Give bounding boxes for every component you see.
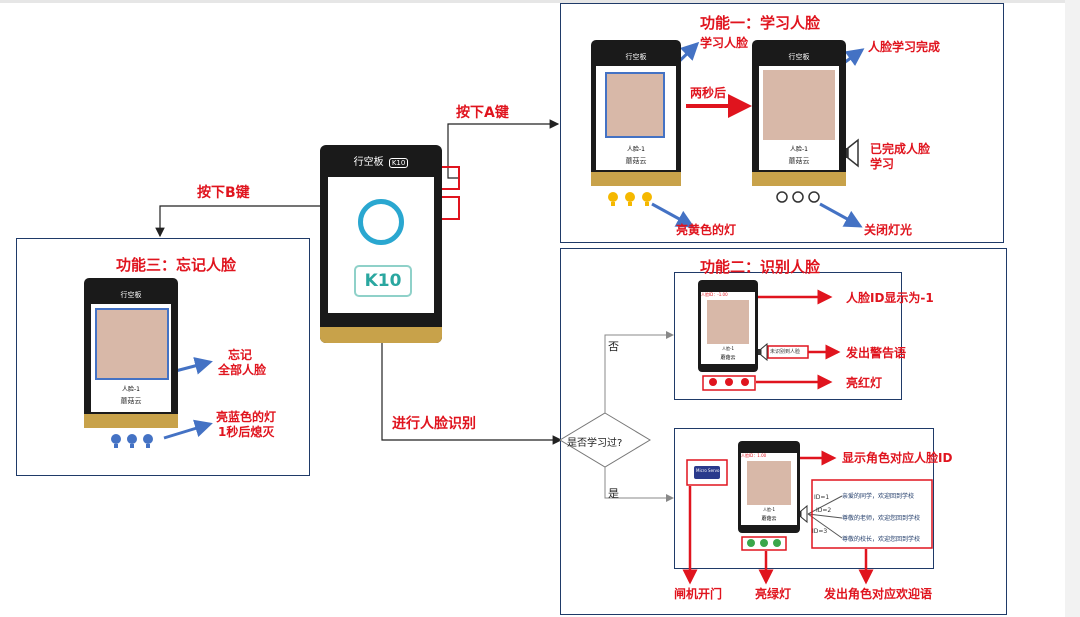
f2b-id-text: 人脸ID：1.00 [741,453,767,458]
center-device: 行空板 K10 K10 [320,145,442,343]
label-id-neg: 人脸ID显示为-1 [846,291,934,305]
label-learn-face: 学习人脸 [700,36,749,50]
func2-subpanel-yes [674,428,934,569]
arrow-blue-light [163,419,213,440]
greeting-2: 尊敬的老师，欢迎您回到学校 [842,515,921,522]
edge-yes [604,467,674,502]
red-lights-icon [709,378,749,386]
label-blue-line2: 1秒后熄灭 [218,425,275,439]
servo-highlight [686,459,728,486]
label-lights-off: 关闭灯光 [864,223,913,237]
f2b-face-image [747,461,791,505]
welcome-box [811,479,933,549]
blue-lights-icon [111,434,153,448]
greeting-1: 亲爱的同学，欢迎回到学校 [842,493,915,500]
servo-body [694,466,720,479]
edge-press-a [447,119,560,179]
func2-device-known: 人脸ID：1.00 人脸-1 蘑菇云 [738,441,800,533]
f1b-cloud-label: 蘑菇云 [788,157,810,165]
label-welcome: 发出角色对应欢迎语 [824,587,933,601]
edge-recognize [381,342,563,445]
func1-device-learning: 行空板 人脸-1 蘑菇云 [591,40,681,186]
f1b-brand-label: 行空板 [788,53,810,61]
f3-face-image [95,308,169,380]
yellow-lights-icon [608,192,652,206]
arrow-yellow-light [651,202,695,228]
label-recognize: 进行人脸识别 [392,416,476,432]
servo-label: Micro Servo [696,468,720,473]
f2b-name-label: 人脸-1 [763,507,775,512]
cloud-logo-icon [358,199,404,245]
decision-label: 是否学习过? [567,438,623,449]
label-two-sec: 两秒后 [690,86,727,100]
f2a-warning-text: 未识别到人脸 [770,349,801,355]
func2-device-unknown: 人脸ID：-1.00 人脸-1 蘑菇云 [698,280,758,372]
label-blue-line1: 亮蓝色的灯 [216,410,277,424]
f3-brand-label: 行空板 [120,291,142,299]
func1-title: 功能一：学习人脸 [700,14,821,32]
label-learn-done: 人脸学习完成 [868,40,941,54]
label-yellow-light: 亮黄色的灯 [676,223,737,237]
f1a-cloud-label: 蘑菇云 [625,157,647,165]
id-label-1: ID=1 [814,494,830,501]
f1a-face-image [605,72,665,138]
label-gate: 闸机开门 [674,587,723,601]
label-press-a: 按下A键 [456,105,509,121]
red-lights-highlight [702,375,756,391]
id-label-2: ID=2 [816,507,832,514]
top-bar [0,0,1080,3]
center-model-badge: K10 [388,158,409,168]
label-yes: 是 [608,487,619,500]
label-forget-line2: 全部人脸 [218,363,267,377]
center-brand-label: 行空板 [353,157,384,168]
f3-cloud-label: 蘑菇云 [120,397,142,405]
label-done-line1: 已完成人脸 [870,142,931,156]
f2a-id-text: 人脸ID：-1.00 [701,292,728,297]
right-edge [1065,0,1080,617]
label-no: 否 [608,340,619,353]
f2a-face-image [707,300,749,344]
func2-title: 功能二：识别人脸 [700,258,821,276]
label-warning: 发出警告语 [846,346,907,360]
f1a-name-label: 人脸-1 [627,146,645,153]
edge-no [604,331,674,413]
f1b-face-image [763,70,835,140]
label-forget-line1: 忘记 [228,348,253,362]
label-done-line2: 学习 [870,157,895,171]
label-green-light: 亮绿灯 [755,587,792,601]
green-lights-icon [747,539,781,547]
center-logo-text: K10 [354,265,412,297]
func3-device: 行空板 人脸-1 蘑菇云 [84,278,178,428]
f2a-cloud-label: 蘑菇云 [720,355,736,361]
label-press-b: 按下B键 [197,185,250,201]
id-label-3: ID=3 [812,528,828,535]
green-lights-highlight [741,536,787,551]
label-id-match: 显示角色对应人脸ID [842,451,953,465]
center-screen: K10 [328,177,434,313]
label-red-light: 亮红灯 [846,376,883,390]
f1b-name-label: 人脸-1 [790,146,808,153]
f2b-cloud-label: 蘑菇云 [761,516,777,522]
center-gold-fingers [320,327,442,343]
f2a-name-label: 人脸-1 [722,346,734,351]
f1a-brand-label: 行空板 [625,53,647,61]
func3-title: 功能三：忘记人脸 [116,256,237,274]
lights-off-icon [776,191,820,203]
greeting-3: 尊敬的校长，欢迎您回到学校 [842,536,921,543]
speaker-icon-warning [758,342,768,362]
f3-name-label: 人脸-1 [122,386,140,393]
func1-device-done: 行空板 人脸-1 蘑菇云 [752,40,846,186]
arrow-lights-off [819,202,863,228]
